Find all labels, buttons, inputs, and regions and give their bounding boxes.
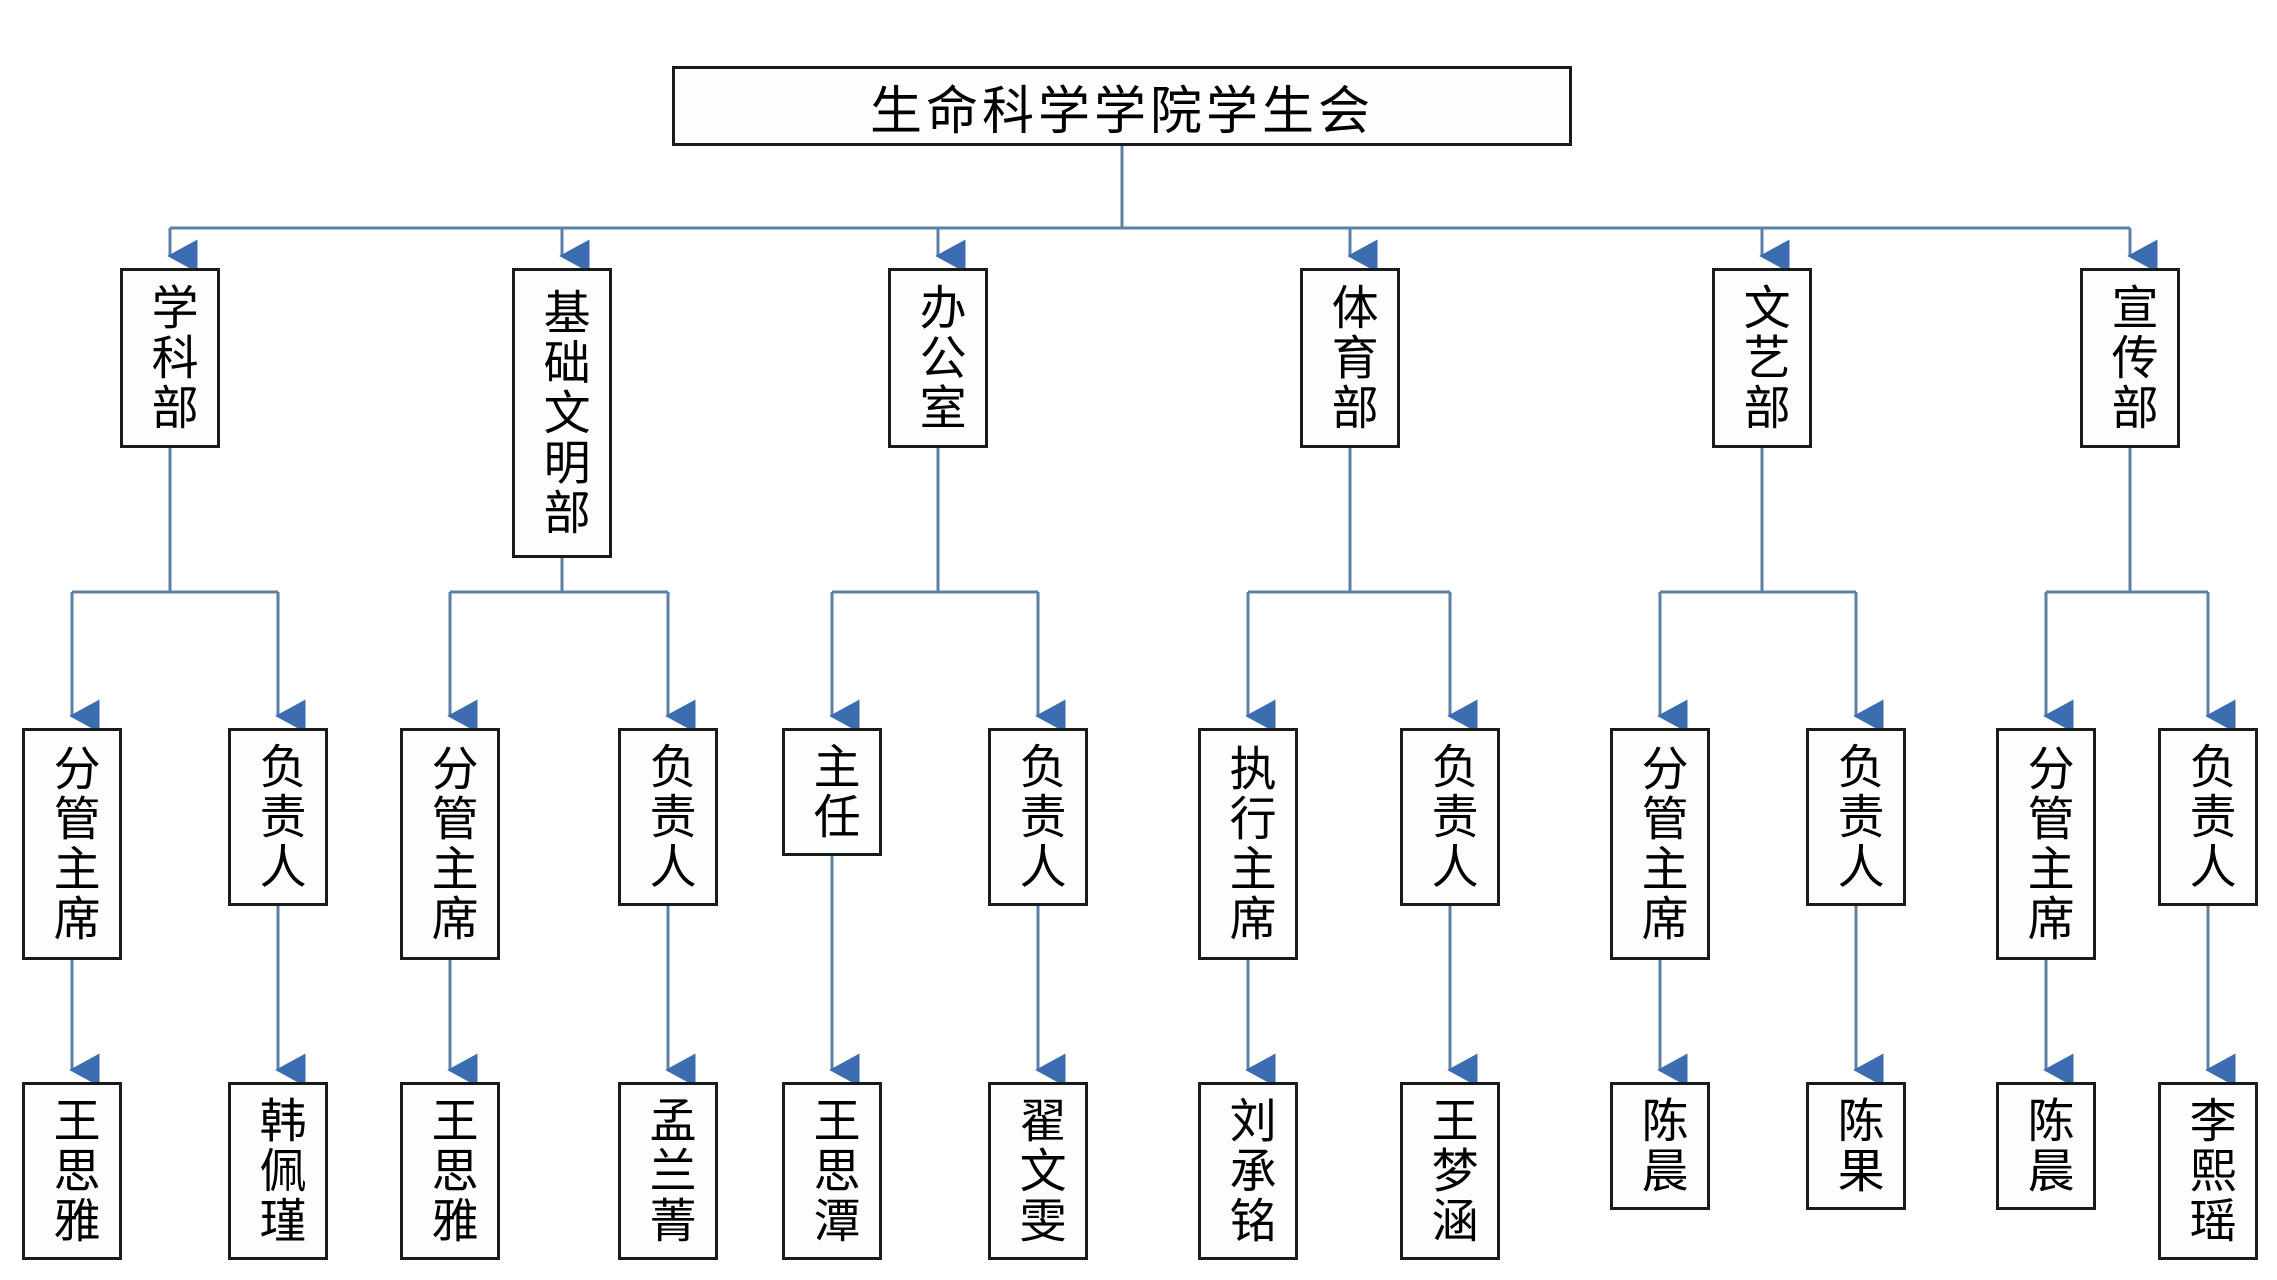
- role-pub-chair-label: 分管主席: [2018, 744, 2074, 944]
- role-jichu-chair[interactable]: 分管主席: [400, 728, 500, 960]
- role-xueke-chair-person-label: 王思雅: [44, 1096, 100, 1246]
- dept-bangongshi[interactable]: 办公室: [888, 268, 988, 448]
- role-jichu-head-label: 负责人: [640, 742, 696, 892]
- role-xueke-head-label: 负责人: [250, 742, 306, 892]
- role-office-director-person[interactable]: 王思潭: [782, 1082, 882, 1260]
- dept-jichu-label: 基础文明部: [534, 288, 590, 538]
- role-xueke-chair-label: 分管主席: [44, 744, 100, 944]
- role-sports-exec-person[interactable]: 刘承铭: [1198, 1082, 1298, 1260]
- role-office-director-label: 主任: [804, 742, 860, 842]
- role-xueke-chair-person[interactable]: 王思雅: [22, 1082, 122, 1260]
- dept-tiyu-label: 体育部: [1322, 283, 1378, 433]
- role-sports-head-label: 负责人: [1422, 742, 1478, 892]
- dept-xueke-label: 学科部: [142, 283, 198, 433]
- role-office-head-person[interactable]: 翟文雯: [988, 1082, 1088, 1260]
- dept-xueke[interactable]: 学科部: [120, 268, 220, 448]
- dept-xuanchuan-label: 宣传部: [2102, 283, 2158, 433]
- dept-xuanchuan[interactable]: 宣传部: [2080, 268, 2180, 448]
- role-xueke-chair[interactable]: 分管主席: [22, 728, 122, 960]
- role-arts-head-label: 负责人: [1828, 742, 1884, 892]
- root-node[interactable]: 生命科学学院学生会: [672, 66, 1572, 146]
- role-sports-head-person-label: 王梦涵: [1422, 1096, 1478, 1246]
- role-arts-head-person-label: 陈果: [1828, 1096, 1884, 1196]
- role-pub-chair-person-label: 陈晨: [2018, 1096, 2074, 1196]
- role-xueke-head[interactable]: 负责人: [228, 728, 328, 906]
- role-jichu-head[interactable]: 负责人: [618, 728, 718, 906]
- role-jichu-chair-person[interactable]: 王思雅: [400, 1082, 500, 1260]
- role-arts-chair-person-label: 陈晨: [1632, 1096, 1688, 1196]
- role-pub-chair-person[interactable]: 陈晨: [1996, 1082, 2096, 1210]
- role-xueke-head-person[interactable]: 韩佩瑾: [228, 1082, 328, 1260]
- role-office-director[interactable]: 主任: [782, 728, 882, 856]
- role-pub-head[interactable]: 负责人: [2158, 728, 2258, 906]
- role-office-head[interactable]: 负责人: [988, 728, 1088, 906]
- dept-tiyu[interactable]: 体育部: [1300, 268, 1400, 448]
- role-sports-head[interactable]: 负责人: [1400, 728, 1500, 906]
- dept-bangongshi-label: 办公室: [910, 283, 966, 433]
- role-jichu-head-person[interactable]: 孟兰菁: [618, 1082, 718, 1260]
- role-pub-head-label: 负责人: [2180, 742, 2236, 892]
- dept-wenyi[interactable]: 文艺部: [1712, 268, 1812, 448]
- role-office-head-person-label: 翟文雯: [1010, 1096, 1066, 1246]
- role-pub-head-person[interactable]: 李熙瑶: [2158, 1082, 2258, 1260]
- role-xueke-head-person-label: 韩佩瑾: [250, 1096, 306, 1246]
- role-sports-exec-label: 执行主席: [1220, 744, 1276, 944]
- role-jichu-head-person-label: 孟兰菁: [640, 1096, 696, 1246]
- role-office-head-label: 负责人: [1010, 742, 1066, 892]
- role-arts-chair-person[interactable]: 陈晨: [1610, 1082, 1710, 1210]
- role-sports-head-person[interactable]: 王梦涵: [1400, 1082, 1500, 1260]
- role-jichu-chair-person-label: 王思雅: [422, 1096, 478, 1246]
- role-jichu-chair-label: 分管主席: [422, 744, 478, 944]
- dept-jichu[interactable]: 基础文明部: [512, 268, 612, 558]
- root-node-label: 生命科学学院学生会: [869, 81, 1374, 142]
- role-arts-head-person[interactable]: 陈果: [1806, 1082, 1906, 1210]
- role-arts-chair-label: 分管主席: [1632, 744, 1688, 944]
- role-sports-exec[interactable]: 执行主席: [1198, 728, 1298, 960]
- role-arts-head[interactable]: 负责人: [1806, 728, 1906, 906]
- role-pub-head-person-label: 李熙瑶: [2180, 1096, 2236, 1246]
- role-sports-exec-person-label: 刘承铭: [1220, 1096, 1276, 1246]
- role-pub-chair[interactable]: 分管主席: [1996, 728, 2096, 960]
- role-arts-chair[interactable]: 分管主席: [1610, 728, 1710, 960]
- dept-wenyi-label: 文艺部: [1734, 283, 1790, 433]
- role-office-director-person-label: 王思潭: [804, 1096, 860, 1246]
